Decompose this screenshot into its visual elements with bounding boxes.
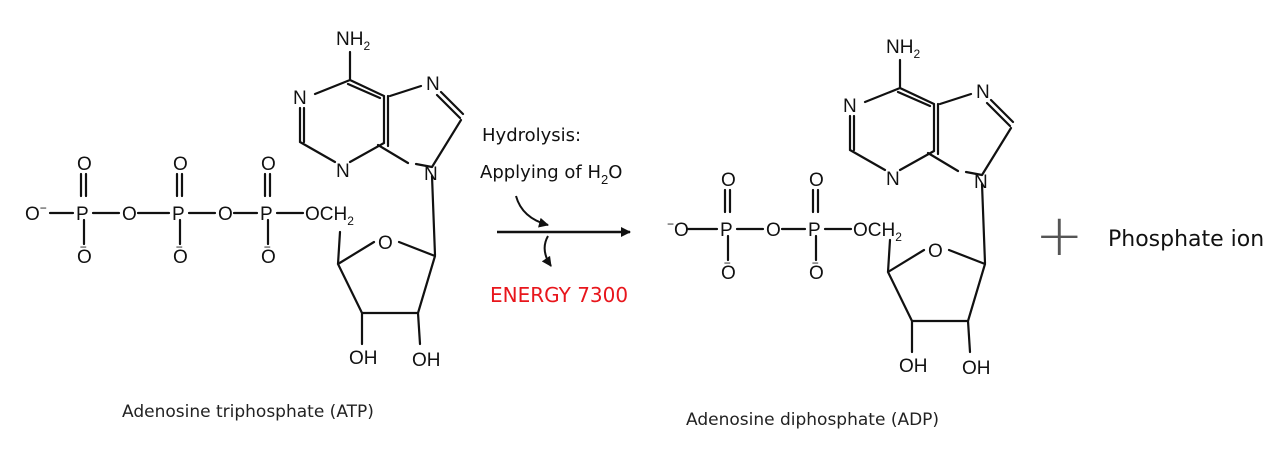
adp-p-beta: P: [720, 220, 733, 241]
adp-o-terminal: −O: [667, 217, 689, 241]
adp-n3: N: [886, 169, 900, 190]
adp-o-top-1: O: [721, 170, 736, 191]
adp-n7: N: [976, 82, 990, 103]
energy-label: ENERGY 7300: [490, 283, 628, 307]
adp-ribose-ring: [886, 238, 987, 354]
adp-oh-2: OH: [899, 356, 928, 377]
adp-caption: Adenosine diphosphate (ADP): [686, 410, 939, 430]
atp-phosphate-bonds: [48, 172, 305, 246]
atp-o-bridge-2: O: [218, 204, 233, 225]
adp-phosphate-bonds: [685, 188, 853, 262]
adp-molecule: NH2 N N N N O OH OH −O P O P OCH2 O O O−…: [667, 37, 1015, 430]
adp-och2: OCH2: [853, 220, 902, 244]
atp-o-terminal: O−: [25, 201, 47, 225]
atp-och2: OCH2: [305, 204, 354, 228]
atp-p-gamma: P: [76, 204, 89, 225]
adp-o-bridge: O: [766, 220, 781, 241]
atp-amine: NH2: [336, 29, 370, 53]
atp-n1: N: [293, 88, 307, 109]
phosphate-ion-label: Phosphate ion: [1108, 227, 1264, 252]
atp-o-bottom-3: O−: [261, 240, 276, 268]
atp-o-bottom-2: O−: [173, 240, 188, 268]
adp-o-bottom-1: O−: [721, 256, 736, 284]
atp-adenine-bonds: [298, 50, 465, 257]
adp-n1: N: [843, 96, 857, 117]
atp-n7: N: [426, 74, 440, 95]
atp-o-bridge-1: O: [122, 204, 137, 225]
atp-molecule: NH2 N N N N O OH OH O− P O P O P OCH2 O …: [25, 29, 465, 422]
atp-n3: N: [336, 161, 350, 182]
adp-n9: N: [974, 172, 988, 193]
adp-amine: NH2: [886, 37, 920, 61]
plus-sign: +: [1035, 201, 1084, 269]
atp-n9: N: [424, 164, 438, 185]
hydrolysis-label: Hydrolysis:: [482, 125, 581, 146]
adp-ring-oxygen: O: [928, 241, 943, 262]
atp-ring-oxygen: O: [378, 233, 393, 254]
product-group: + Phosphate ion: [1035, 201, 1264, 269]
atp-oh-3: OH: [412, 350, 441, 371]
adp-adenine-bonds: [848, 58, 1015, 265]
atp-ribose-ring: [336, 230, 437, 346]
water-input-arrow: [515, 195, 549, 228]
adp-p-alpha: P: [808, 220, 821, 241]
atp-p-beta: P: [172, 204, 185, 225]
reaction-arrow-group: Hydrolysis: Applying of H2O ENERGY 7300: [480, 125, 631, 307]
energy-output-arrow: [541, 235, 552, 267]
atp-o-top-3: O: [261, 154, 276, 175]
atp-o-bottom-1: O−: [77, 240, 92, 268]
adp-o-bottom-2: O−: [809, 256, 824, 284]
atp-caption: Adenosine triphosphate (ATP): [122, 402, 374, 422]
adp-o-top-2: O: [809, 170, 824, 191]
adp-oh-3: OH: [962, 358, 991, 379]
atp-o-top-1: O: [77, 154, 92, 175]
water-label: Applying of H2O: [480, 162, 622, 187]
atp-oh-2: OH: [349, 348, 378, 369]
atp-p-alpha: P: [260, 204, 273, 225]
atp-o-top-2: O: [173, 154, 188, 175]
